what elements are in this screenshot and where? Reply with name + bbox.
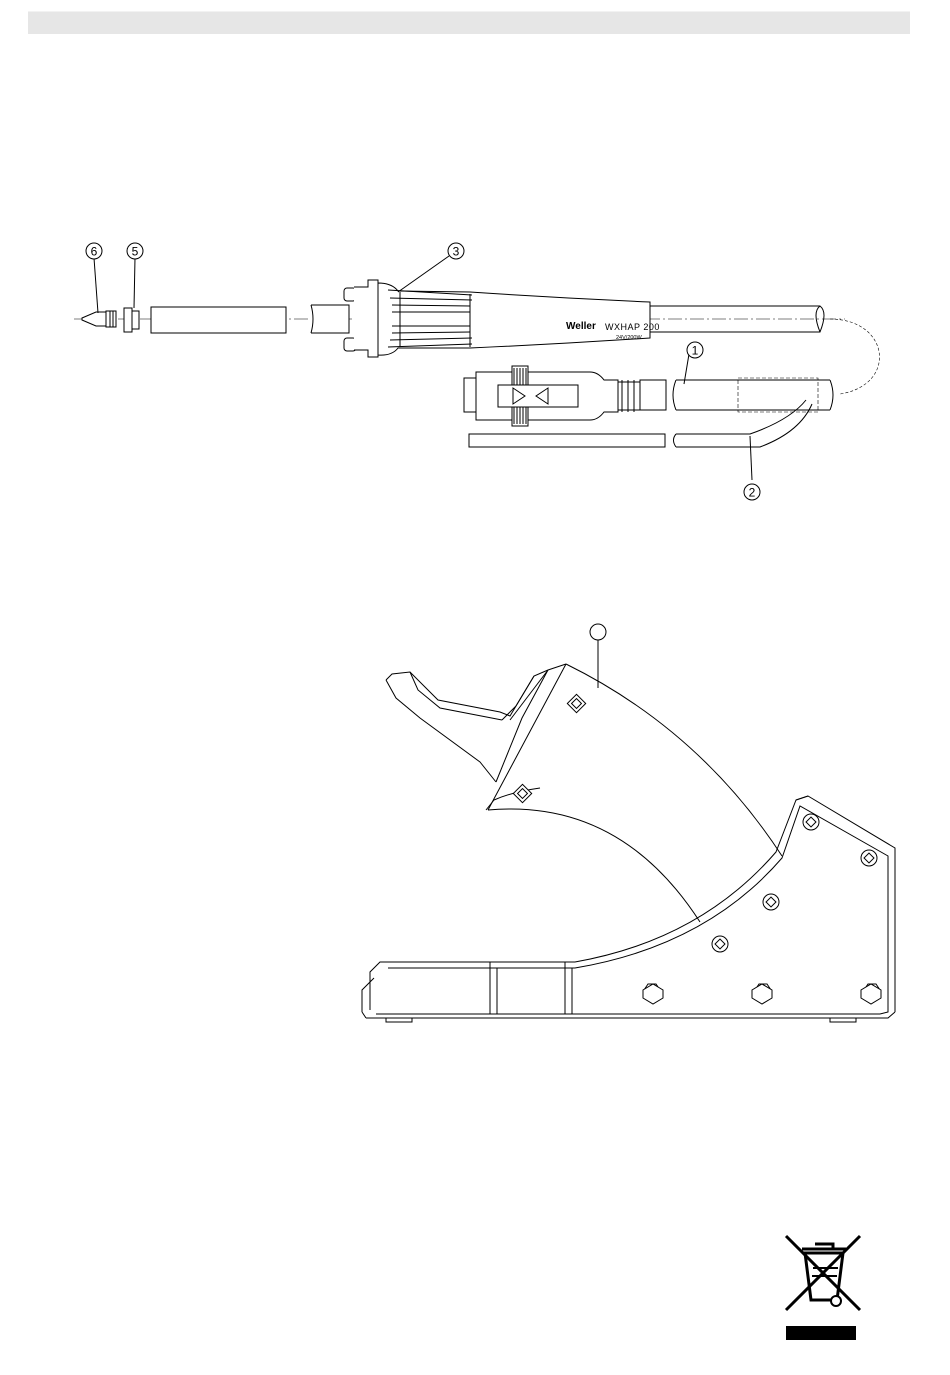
stand-cradle xyxy=(386,670,548,782)
callout-1: 1 xyxy=(692,344,699,358)
stand-holder-arm xyxy=(486,664,782,922)
handle-body-part-3 xyxy=(378,283,650,355)
weee-solid-bar xyxy=(786,1326,856,1340)
callout-5: 5 xyxy=(132,245,139,259)
handle-flange xyxy=(311,280,378,357)
seal-ring-part-5 xyxy=(124,308,139,332)
stand-base xyxy=(362,962,895,1022)
handpiece-exploded-diagram: 6 5 3 1 2 Weller WXHAP 200 24V/200W xyxy=(0,0,950,560)
arm-screws xyxy=(513,694,585,802)
nozzle-part-6 xyxy=(82,311,116,327)
connector-plug xyxy=(464,366,666,426)
handpiece-model: WXHAP 200 xyxy=(605,322,660,332)
callout-6: 6 xyxy=(91,245,98,259)
side-plate-screws xyxy=(712,814,877,952)
callout-2: 2 xyxy=(749,486,756,500)
handpiece-brand: Weller xyxy=(566,321,596,332)
callout-3: 3 xyxy=(453,245,460,259)
callout-stand xyxy=(590,624,606,640)
heating-tube xyxy=(151,307,286,333)
handpiece-rating: 24V/200W xyxy=(616,335,642,341)
base-bolts xyxy=(643,984,881,1004)
stand-side-plate xyxy=(575,796,895,1014)
